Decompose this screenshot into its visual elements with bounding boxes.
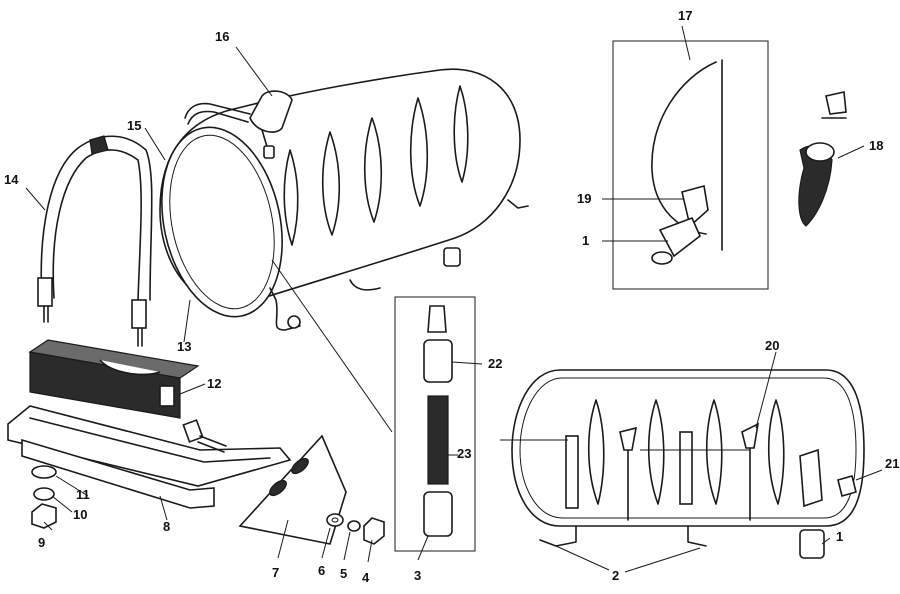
callout-16: 16 (215, 29, 230, 44)
safety-valve (249, 90, 293, 159)
callout-20: 20 (765, 338, 780, 353)
callout-13: 13 (177, 339, 192, 354)
callout-11: 11 (76, 487, 90, 502)
leader-lines (25, 25, 883, 573)
callout-22: 22 (488, 356, 503, 371)
triangular-bracket (238, 434, 347, 545)
callout-12: 12 (207, 376, 222, 391)
rubber-support-pad (28, 339, 200, 419)
callout-19: 19 (577, 191, 592, 206)
bolt (182, 419, 227, 453)
left-washers-and-nut (31, 465, 57, 529)
callout-10: 10 (73, 507, 88, 522)
support-bracket (7, 405, 292, 509)
callout-3: 3 (414, 568, 422, 583)
callout-6: 6 (318, 563, 326, 578)
washers-and-nuts (326, 513, 385, 545)
callout-1-tank: 1 (836, 529, 844, 544)
callout-15: 15 (127, 118, 142, 133)
clamp-strap (37, 135, 153, 347)
sectioned-tank (511, 369, 865, 559)
callout-1-detail: 1 (582, 233, 590, 248)
callout-9: 9 (38, 535, 46, 550)
hose-assembly-box (394, 296, 476, 552)
callout-5: 5 (340, 566, 348, 581)
callout-18: 18 (869, 138, 884, 153)
flexible-hose (798, 91, 847, 227)
callout-8: 8 (163, 519, 171, 534)
callout-4: 4 (362, 570, 370, 585)
drain-cock-detail (612, 40, 769, 290)
callout-2: 2 (612, 568, 620, 583)
air-reservoir-tank (159, 68, 529, 331)
callout-17: 17 (678, 8, 693, 23)
callout-14: 14 (4, 172, 19, 187)
callout-7: 7 (272, 565, 280, 580)
callout-21: 21 (885, 456, 900, 471)
callout-23: 23 (457, 446, 472, 461)
